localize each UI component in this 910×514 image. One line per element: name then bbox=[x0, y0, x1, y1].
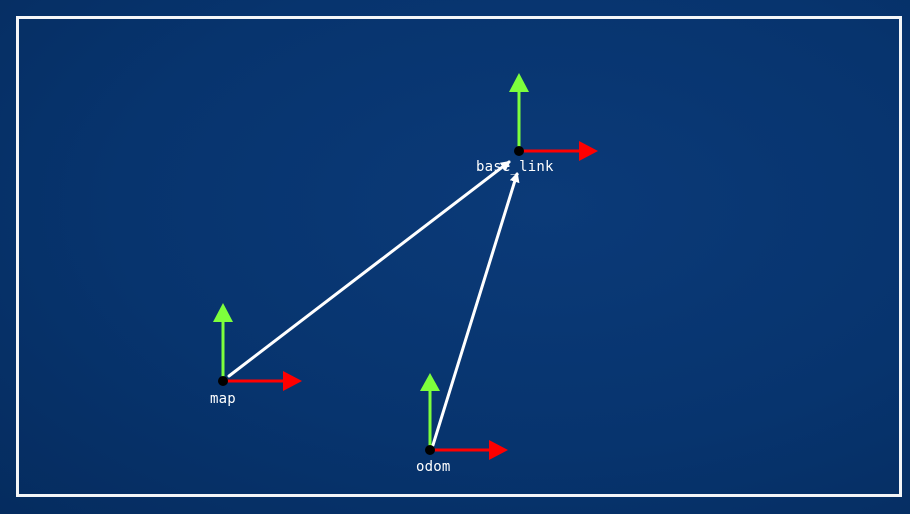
frame-map-axes bbox=[213, 303, 302, 391]
map-x-arrowhead bbox=[283, 371, 302, 391]
base-link-y-arrowhead bbox=[509, 73, 529, 92]
odom-origin bbox=[425, 445, 435, 455]
frame-label-odom: odom bbox=[416, 459, 451, 475]
odom-y-arrowhead bbox=[420, 373, 440, 391]
frame-odom-axes bbox=[420, 373, 508, 460]
transform-arrow-odom-to-base-link bbox=[431, 172, 520, 447]
frame-base-link-axes bbox=[509, 73, 598, 161]
transform-arrow-map-to-base-link bbox=[227, 160, 511, 378]
frame-label-map: map bbox=[210, 391, 236, 407]
map-y-arrowhead bbox=[213, 303, 233, 322]
base-link-origin bbox=[514, 146, 524, 156]
frame-label-base-link: base_link bbox=[476, 159, 554, 175]
base-link-x-arrowhead bbox=[579, 141, 598, 161]
map-origin bbox=[218, 376, 228, 386]
odom-x-arrowhead bbox=[489, 440, 508, 460]
diagram-border bbox=[16, 16, 902, 497]
transform-arrows bbox=[227, 160, 520, 447]
